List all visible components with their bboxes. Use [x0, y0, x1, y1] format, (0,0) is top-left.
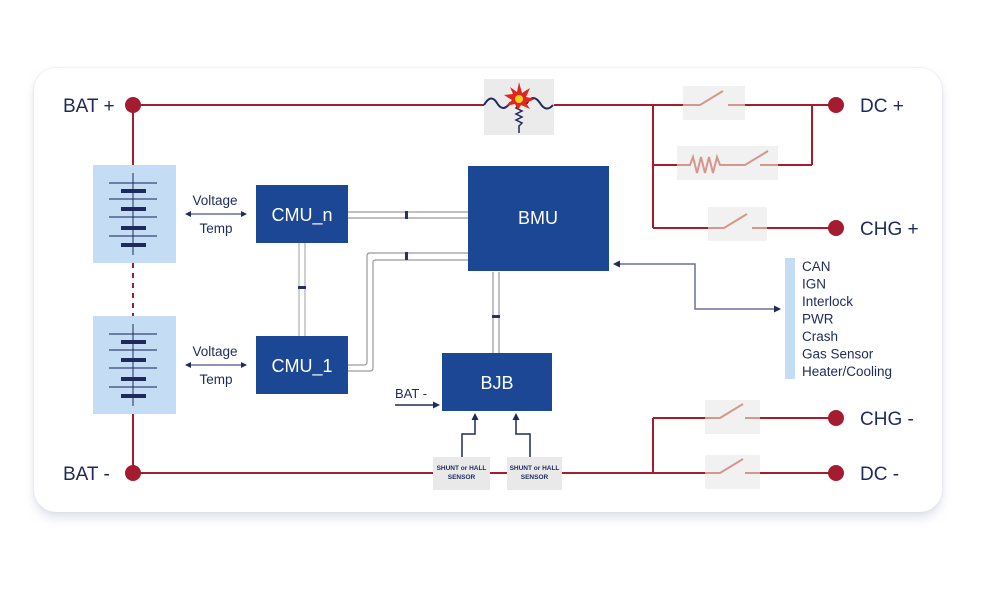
- pack-background: [93, 165, 176, 263]
- switch-icon: [705, 458, 760, 474]
- bat-minus-terminal: [125, 465, 141, 481]
- signal-item: PWR: [802, 312, 834, 327]
- chg-minus-label: CHG -: [860, 409, 914, 430]
- dc-minus-contactor: [705, 455, 760, 489]
- sensor-1: SHUNT or HALL SENSOR: [433, 413, 490, 490]
- bus-marker: [492, 315, 500, 318]
- signal-item: Crash: [802, 329, 838, 344]
- cell-link-1: Voltage Temp: [185, 344, 247, 387]
- explosion-core: [515, 95, 523, 103]
- sensor-label-line2: SENSOR: [521, 474, 549, 481]
- dc-plus-label: DC +: [860, 96, 904, 117]
- pack-background: [93, 316, 176, 414]
- bus-marker: [405, 211, 408, 219]
- contactor-bg: [683, 86, 745, 120]
- chg-plus-label: CHG +: [860, 219, 919, 240]
- switch-icon: [708, 213, 767, 229]
- contactor-bg: [677, 146, 778, 180]
- signal-item: CAN: [802, 259, 831, 274]
- sensor-box: [507, 457, 562, 490]
- cmu-1-block[interactable]: CMU_1: [256, 336, 348, 394]
- bus-cmu1-bmu-2: [348, 259, 468, 372]
- sensor-label-line1: SHUNT or HALL: [437, 465, 487, 472]
- signal-item: IGN: [802, 277, 826, 292]
- arrowhead-right-icon: [774, 305, 781, 313]
- bjb-input-label: BAT -: [395, 386, 427, 401]
- bat-minus-label: BAT -: [63, 464, 110, 485]
- voltage-label: Voltage: [192, 344, 237, 359]
- bus-markers: [298, 211, 500, 318]
- bat-plus-label: BAT +: [63, 96, 115, 117]
- bjb-box[interactable]: [442, 353, 552, 411]
- bjb-bat-minus-input: BAT -: [395, 386, 440, 409]
- cell-link-n: Voltage Temp: [185, 193, 247, 236]
- sensor-box: [433, 457, 490, 490]
- bus-cmu1-bmu: [348, 252, 468, 366]
- sensor-2: SHUNT or HALL SENSOR: [507, 413, 562, 490]
- signal-item: Heater/Cooling: [802, 364, 892, 379]
- contactors: [677, 86, 778, 489]
- dc-plus-terminal: [828, 97, 844, 113]
- bmu-signal-link: [613, 260, 781, 313]
- bus-marker: [298, 286, 306, 289]
- cmu-n-block[interactable]: CMU_n: [256, 185, 348, 243]
- battery-pack-1: [93, 316, 176, 414]
- bmu-label: BMU: [518, 208, 558, 228]
- cmu-1-label: CMU_1: [271, 356, 332, 377]
- dc-minus-label: DC -: [860, 464, 899, 485]
- chg-plus-terminal: [828, 220, 844, 236]
- sensor-label-line1: SHUNT or HALL: [510, 465, 560, 472]
- signal-bar: [785, 258, 795, 379]
- arrowhead-icon: [471, 413, 479, 420]
- signal-link-line: [620, 263, 775, 310]
- battery-cells-icon: [109, 324, 157, 406]
- signal-item: Gas Sensor: [802, 347, 874, 362]
- bjb-block[interactable]: BJB: [442, 353, 552, 411]
- chg-plus-contactor: [708, 207, 767, 241]
- sensor-signal-line: [461, 418, 476, 457]
- arrowhead-icon: [512, 413, 520, 420]
- cmu-n-label: CMU_n: [271, 205, 332, 226]
- chg-minus-contactor: [705, 400, 760, 434]
- bus-marker: [405, 252, 408, 260]
- cmu-1-box[interactable]: [256, 336, 348, 394]
- battery-pack-n: [93, 165, 176, 263]
- precharge-contactor: [677, 146, 778, 180]
- sensor-signal-line: [515, 418, 531, 457]
- bmu-block[interactable]: BMU: [468, 166, 609, 271]
- voltage-label: Voltage: [192, 193, 237, 208]
- switch-icon: [683, 90, 745, 106]
- dc-minus-terminal: [828, 465, 844, 481]
- sensor-label-line2: SENSOR: [448, 474, 476, 481]
- signal-item: Interlock: [802, 294, 853, 309]
- chg-minus-terminal: [828, 410, 844, 426]
- contactor-bg: [708, 207, 767, 241]
- pyro-fuse: [483, 79, 554, 135]
- dc-plus-contactor: [683, 86, 745, 120]
- switch-icon: [705, 403, 760, 419]
- arrowhead-left-icon: [613, 260, 620, 268]
- battery-cells-icon: [109, 173, 157, 255]
- temp-label: Temp: [199, 372, 232, 387]
- bat-plus-terminal: [125, 97, 141, 113]
- power-wiring: [132, 104, 835, 474]
- resistor-switch-icon: [677, 150, 778, 174]
- cmu-n-box[interactable]: [256, 185, 348, 243]
- bjb-label: BJB: [480, 373, 513, 393]
- arrowhead-icon: [433, 401, 440, 409]
- terminal-dots: [125, 97, 844, 481]
- bmu-box[interactable]: [468, 166, 609, 271]
- temp-label: Temp: [199, 221, 232, 236]
